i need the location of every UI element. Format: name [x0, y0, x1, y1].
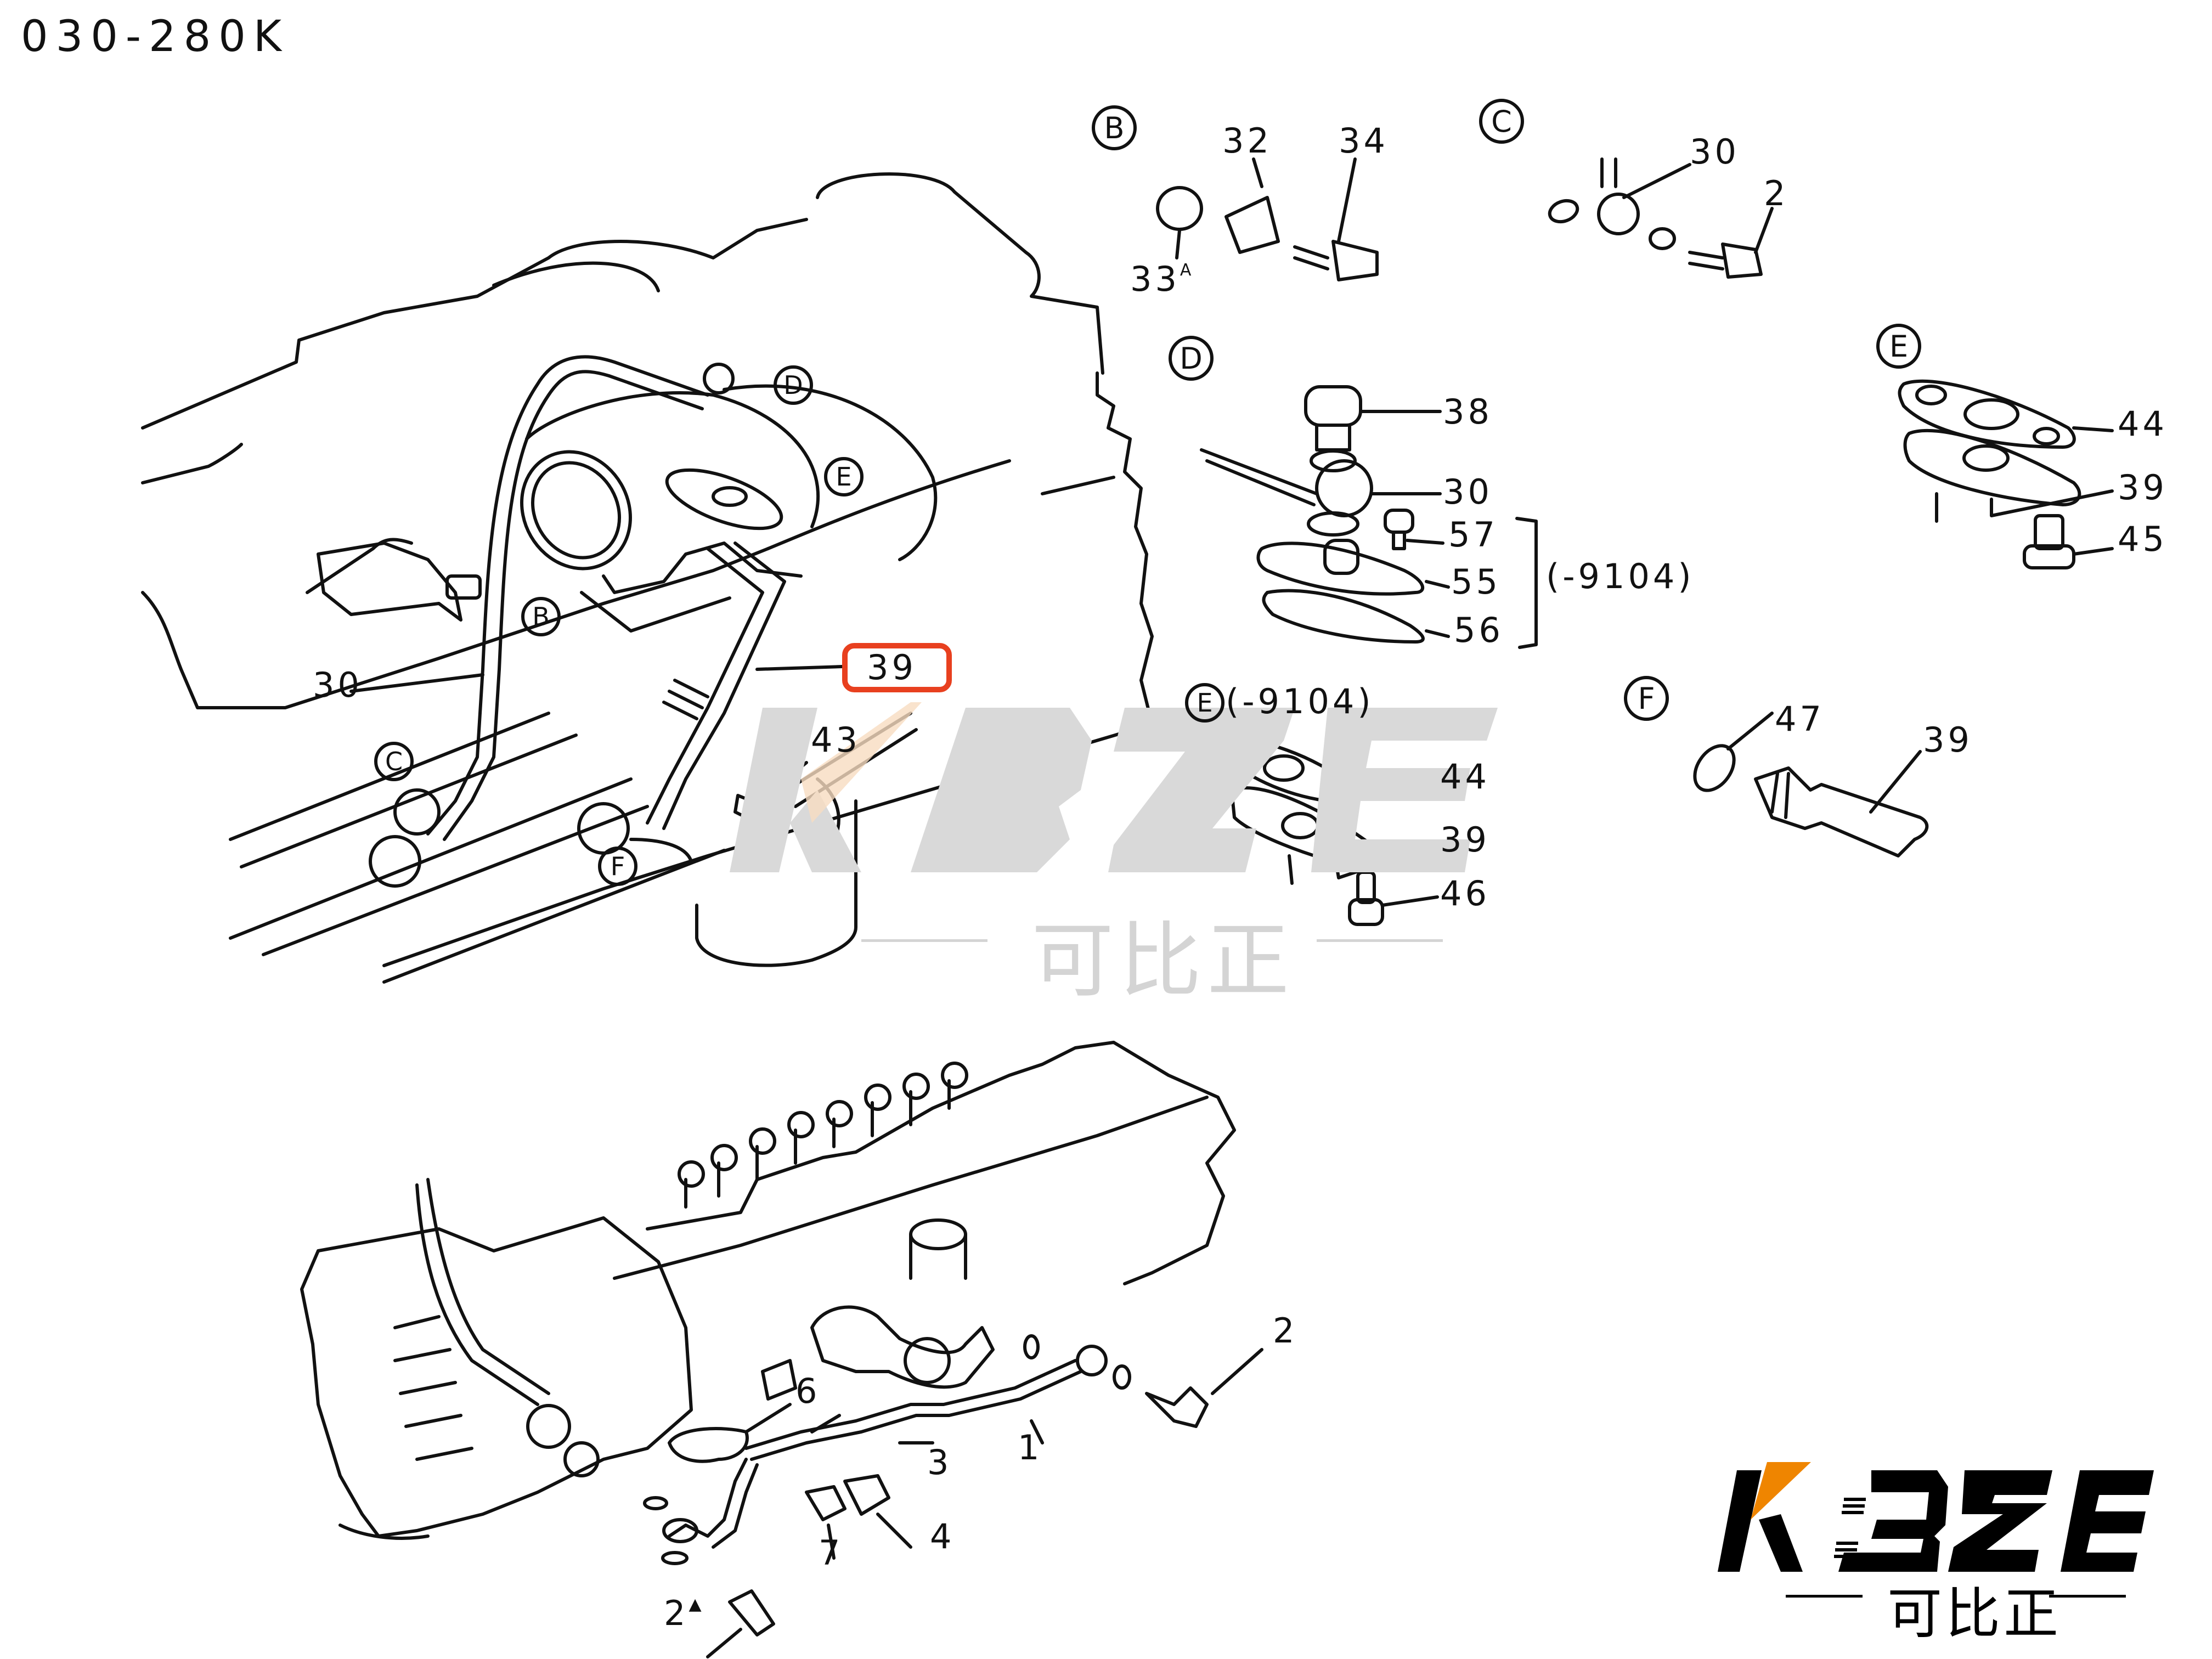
detail-f-marker: F: [1624, 676, 1669, 721]
detail-d-label-30: 30: [1443, 472, 1493, 512]
pump-label-2: 2: [1273, 1311, 1298, 1351]
detail-d-marker: D: [1169, 336, 1214, 381]
engine-callout-c[interactable]: C: [374, 742, 414, 781]
engine-callout-b[interactable]: B: [521, 597, 561, 636]
watermark-line-left: [861, 939, 988, 942]
detail-b-label-33a: 33A: [1130, 259, 1195, 299]
detail-e-old-note: (-9104): [1226, 681, 1374, 721]
pump-label-7: 7: [819, 1533, 844, 1573]
detail-b-label-32: 32: [1222, 121, 1272, 161]
detail-c-label-30: 30: [1690, 132, 1740, 172]
detail-e-label-39: 39: [2118, 467, 2168, 507]
engine-callout-f[interactable]: F: [598, 847, 637, 886]
pump-label-4: 4: [930, 1516, 955, 1556]
detail-e-old-label-39: 39: [1440, 820, 1490, 860]
detail-b-drawing: [1156, 157, 1379, 281]
watermark-line-right: [1317, 939, 1443, 942]
detail-c-marker: C: [1479, 99, 1524, 144]
pump-label-2a: 2▲: [664, 1593, 705, 1633]
detail-c-drawing: [1548, 157, 1774, 279]
pump-label-3: 3: [927, 1442, 952, 1482]
pump-label-1: 1: [1018, 1427, 1043, 1468]
kbze-logo: [1718, 1462, 2154, 1572]
logo-line-right: [2049, 1595, 2126, 1598]
detail-d-label-57: 57: [1448, 515, 1498, 555]
detail-e-label-44: 44: [2118, 404, 2168, 444]
detail-d-label-55: 55: [1451, 562, 1501, 602]
detail-d-note: (-9104): [1546, 556, 1695, 596]
detail-e-label-45: 45: [2118, 519, 2168, 559]
engine-label-39[interactable]: 39: [867, 647, 917, 687]
logo-line-left: [1786, 1595, 1863, 1598]
engine-label-43: 43: [811, 720, 861, 760]
engine-label-30: 30: [313, 665, 363, 705]
pump-label-6: 6: [795, 1371, 821, 1411]
detail-d-label-56: 56: [1454, 610, 1504, 650]
highlight-box-39[interactable]: [842, 643, 952, 692]
detail-e-marker: E: [1876, 324, 1921, 369]
detail-e-drawing: [1898, 379, 2114, 569]
injection-pump-drawing: [300, 1041, 1263, 1658]
detail-f-label-47: 47: [1775, 699, 1825, 739]
detail-d-label-38: 38: [1443, 392, 1493, 432]
detail-e-old-label-44: 44: [1440, 757, 1490, 797]
detail-b-label-34: 34: [1339, 121, 1389, 161]
detail-c-label-2: 2: [1764, 173, 1789, 213]
detail-e-old-label-46: 46: [1440, 873, 1490, 913]
page-title: 030-280K: [21, 12, 290, 61]
logo-subtitle: 可比正: [1887, 1582, 2062, 1646]
watermark-subtitle: 可比正: [1031, 913, 1295, 1009]
engine-callout-d[interactable]: D: [774, 365, 813, 405]
detail-d-drawing: [1200, 385, 1538, 649]
engine-callout-e[interactable]: E: [824, 457, 864, 496]
detail-b-marker: B: [1092, 105, 1137, 150]
detail-f-drawing: [1693, 712, 1929, 857]
detail-f-label-39: 39: [1923, 720, 1973, 760]
detail-e-old-marker: E: [1185, 683, 1224, 723]
